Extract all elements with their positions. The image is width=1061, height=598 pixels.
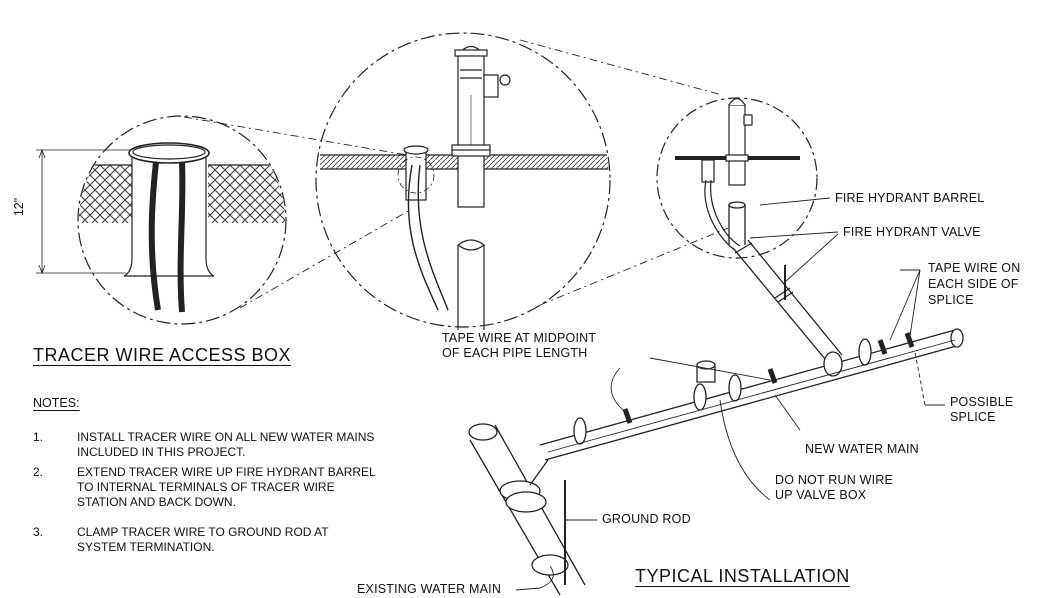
notes-heading: NOTES: [33, 396, 80, 410]
note-text: INSTALL TRACER WIRE ON ALL NEW WATER MAI… [77, 430, 375, 459]
label-line: SPLICE [950, 410, 996, 424]
label-line: POSSIBLE [950, 395, 1014, 409]
dimension-label: 12" [12, 197, 27, 217]
note-2: 2. EXTEND TRACER WIRE UP FIRE HYDRANT BA… [33, 465, 375, 513]
label-fire-hydrant-valve: FIRE HYDRANT VALVE [843, 225, 981, 239]
note-number: 3. [33, 525, 44, 539]
label-line: DO NOT RUN WIRE [775, 473, 894, 487]
note-1: 1. INSTALL TRACER WIRE ON ALL NEW WATER … [33, 430, 374, 462]
label-do-not-run-wire: DO NOT RUN WIRE UP VALVE BOX [775, 473, 893, 503]
label-tape-wire-splice: TAPE WIRE ON EACH SIDE OF SPLICE [928, 260, 1020, 308]
label-possible-splice: POSSIBLE SPLICE [950, 395, 1013, 425]
hydrant-detail [315, 32, 611, 330]
label-line: OF EACH PIPE LENGTH [442, 346, 588, 360]
access-box-title: TRACER WIRE ACCESS BOX [33, 345, 292, 365]
hydrant-small-detail [656, 97, 818, 259]
note-number: 2. [33, 465, 44, 479]
installation-title: TYPICAL INSTALLATION [635, 566, 850, 586]
pipe-system [468, 201, 964, 596]
label-line: TAPE WIRE ON [928, 261, 1021, 275]
note-number: 1. [33, 430, 44, 444]
label-line: EACH SIDE OF [928, 277, 1019, 291]
note-text: CLAMP TRACER WIRE TO GROUND ROD AT SYSTE… [77, 525, 329, 554]
label-new-water-main: NEW WATER MAIN [805, 442, 919, 456]
label-ground-rod: GROUND ROD [602, 512, 691, 526]
note-3: 3. CLAMP TRACER WIRE TO GROUND ROD AT SY… [33, 525, 373, 557]
label-line: UP VALVE BOX [775, 488, 867, 502]
note-text: EXTEND TRACER WIRE UP FIRE HYDRANT BARRE… [77, 465, 376, 509]
label-line: SPLICE [928, 293, 974, 307]
label-tape-wire-midpoint: TAPE WIRE AT MIDPOINT OF EACH PIPE LENGT… [442, 331, 596, 361]
access-box-detail [36, 115, 287, 325]
label-fire-hydrant-barrel: FIRE HYDRANT BARREL [835, 191, 985, 205]
label-line: TAPE WIRE AT MIDPOINT [442, 331, 597, 345]
label-existing-water-main: EXISTING WATER MAIN [357, 582, 502, 596]
